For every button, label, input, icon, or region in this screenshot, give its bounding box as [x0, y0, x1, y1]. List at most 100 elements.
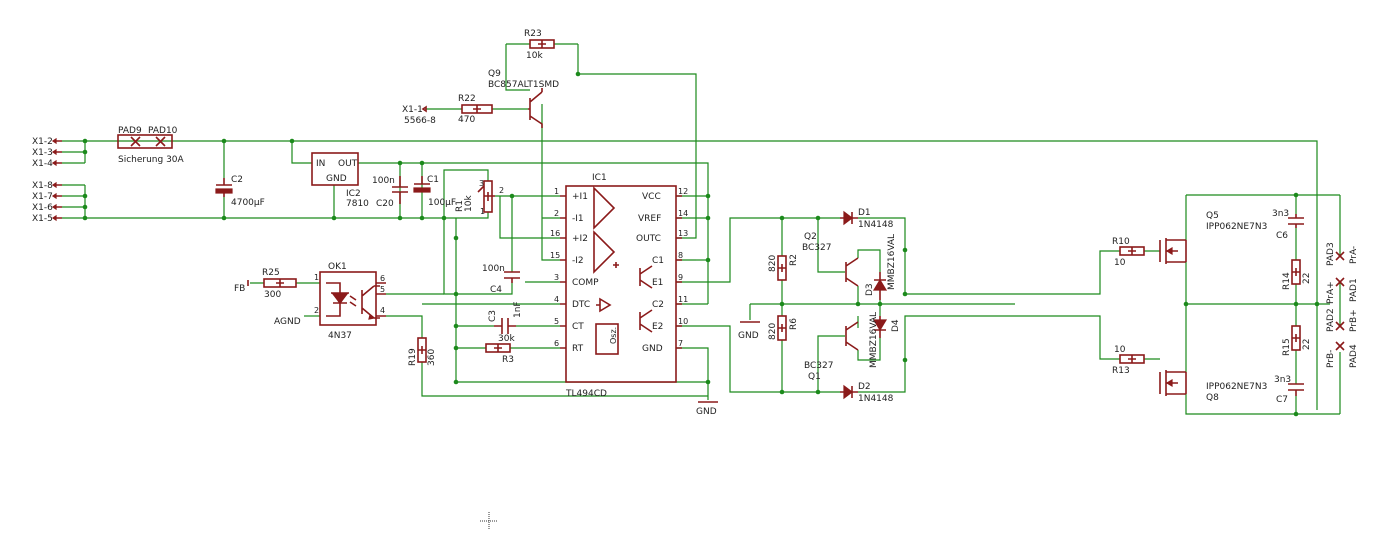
ic1-pin-num-13: 13 — [678, 229, 688, 238]
r22-name: R22 — [458, 94, 476, 104]
fuse-label: Sicherung 30A — [118, 155, 185, 165]
d3-value: MMBZ16VAL — [887, 234, 897, 290]
ic1-pin-label-3: COMP — [572, 278, 599, 288]
r10-value: 10 — [1114, 258, 1126, 268]
connector-label-x1-3: X1-3 — [32, 148, 53, 158]
c1-name: C1 — [427, 175, 439, 185]
c3-value: 1nF — [513, 301, 523, 318]
ok1-pin-4: 4 — [380, 306, 385, 315]
fb-net: FB — [234, 284, 245, 294]
agnd-net: AGND — [274, 317, 301, 327]
r3-name: R3 — [502, 355, 514, 365]
gnd-label-ic1: GND — [696, 407, 717, 417]
q5-name: Q5 — [1206, 211, 1219, 221]
q8-value: IPP062NE7N3 — [1206, 382, 1267, 392]
c1-value: 100µF — [428, 198, 456, 208]
r14-value: 22 — [1302, 273, 1312, 284]
ic1-pin-label-8: C1 — [652, 256, 664, 266]
ic1-pin-num-16: 16 — [550, 229, 560, 238]
c2-name: C2 — [231, 175, 243, 185]
pad2-label: PAD2 — [1326, 308, 1336, 332]
pad3-label: PAD3 — [1326, 242, 1336, 266]
ic2-value: 7810 — [346, 199, 369, 209]
connector-label-x1-7: X1-7 — [32, 192, 53, 202]
c6-name: C6 — [1276, 231, 1288, 241]
q9-value: BC857ALT1SMD — [488, 80, 559, 90]
transistor-q9 — [528, 88, 543, 128]
r15-value: 22 — [1302, 339, 1312, 350]
capacitor-c4 — [504, 271, 520, 283]
ic1-pin-label-14: VREF — [638, 214, 661, 224]
ic1-pin-num-4: 4 — [554, 295, 559, 304]
c3-name: C3 — [488, 310, 498, 322]
q9-name: Q9 — [488, 69, 501, 79]
connector-label-x1-4: X1-4 — [32, 159, 53, 169]
ic1-pin-label-12: VCC — [642, 192, 661, 202]
ic1-pin-num-9: 9 — [678, 273, 683, 282]
ic1-pin-label-7: GND — [642, 344, 663, 354]
ic1-value: TL494CD — [565, 389, 607, 399]
ic2-out: OUT — [338, 159, 358, 169]
diode-d1 — [840, 210, 858, 226]
r25-name: R25 — [262, 268, 280, 278]
x1-1-label: X1-1 — [402, 105, 423, 115]
pra-plus-label: PrA+ — [1326, 281, 1336, 304]
q1-value: BC327 — [804, 361, 833, 371]
ic1-pin-num-12: 12 — [678, 187, 688, 196]
ic1-osc-label: Osz. — [609, 327, 618, 344]
ic1-pin-label-13: OUTC — [636, 234, 661, 244]
capacitor-c2 — [215, 178, 233, 197]
ic1-pin-num-14: 14 — [678, 209, 688, 218]
x1-1-part: 5566-8 — [404, 116, 436, 126]
prb-plus-label: PrB+ — [1349, 309, 1359, 332]
ic1-pin-label-10: E2 — [652, 322, 663, 332]
zener-d4 — [872, 316, 888, 338]
connector-label-x1-2: X1-2 — [32, 137, 53, 147]
r3-value: 30k — [498, 334, 515, 344]
q5-value: IPP062NE7N3 — [1206, 222, 1267, 232]
q2-name: Q2 — [804, 232, 817, 242]
regulator-ic2 — [311, 152, 359, 186]
r25-value: 300 — [264, 290, 281, 300]
ic1-pin-num-8: 8 — [678, 251, 683, 260]
r19-name: R19 — [408, 348, 418, 366]
r6-value: 820 — [768, 323, 778, 340]
ic1-pin-num-2: 2 — [554, 209, 559, 218]
r1-value: 10k — [464, 195, 474, 212]
ok1-name: OK1 — [328, 262, 347, 272]
fuse-pad-b: PAD10 — [148, 126, 178, 136]
mosfet-q5 — [1159, 238, 1187, 264]
ic1-pin-label-1: +I1 — [572, 192, 588, 202]
ic1-pin-num-6: 6 — [554, 339, 559, 348]
capacitor-c20 — [392, 176, 408, 204]
junctions — [82, 71, 1320, 417]
wires — [62, 43, 1341, 415]
r1-pin-2: 2 — [499, 186, 504, 195]
capacitor-c7 — [1288, 383, 1304, 396]
transistor-q1 — [845, 321, 859, 351]
d4-value: MMBZ16VAL — [869, 312, 879, 368]
connector-label-x1-6: X1-6 — [32, 203, 53, 213]
r10-name: R10 — [1112, 237, 1130, 247]
ic1-name: IC1 — [592, 173, 607, 183]
r23-name: R23 — [524, 29, 542, 39]
r2-value: 820 — [768, 255, 778, 272]
ic1-pin-label-15: -I2 — [572, 256, 584, 266]
fuse-pad-a: PAD9 — [118, 126, 142, 136]
transistor-q2 — [845, 257, 859, 287]
ic1-pin-label-2: -I1 — [572, 214, 584, 224]
ok1-value: 4N37 — [328, 331, 352, 341]
c4-name: C4 — [490, 285, 502, 295]
ic1-pin-num-1: 1 — [554, 187, 559, 196]
ic1-pin-num-10: 10 — [678, 317, 688, 326]
ic1-pin-label-5: CT — [572, 322, 584, 332]
c4-value: 100n — [482, 264, 505, 274]
diode-d2 — [840, 384, 858, 400]
connector-label-x1-5: X1-5 — [32, 214, 53, 224]
ic1-pin-num-5: 5 — [554, 317, 559, 326]
fuse-symbol — [117, 134, 173, 149]
ic1-pin-label-4: DTC — [572, 300, 590, 310]
q2-value: BC327 — [802, 243, 831, 253]
capacitor-c1 — [413, 176, 431, 193]
c20-name: C20 — [376, 199, 394, 209]
